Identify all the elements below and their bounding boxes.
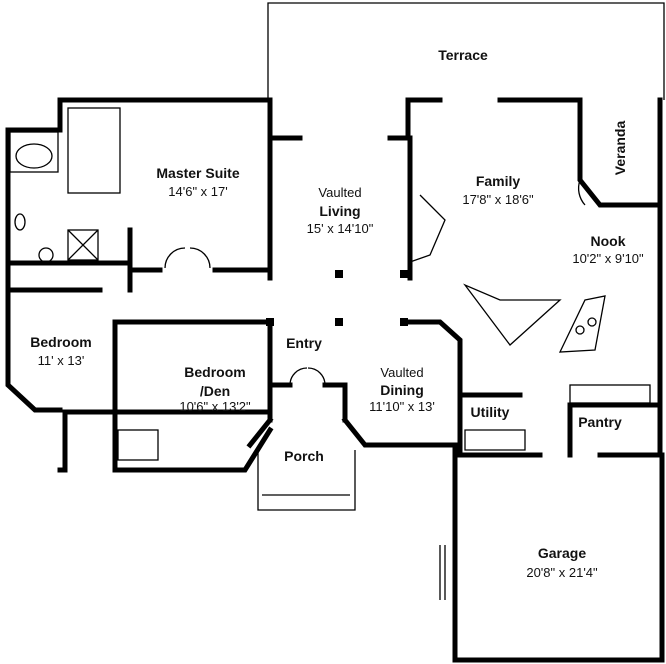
veranda-label: Veranda [612, 121, 628, 176]
family-label: Family [476, 173, 521, 189]
nook-label: Nook [591, 233, 626, 249]
living-size: 15' x 14'10" [307, 221, 374, 236]
porch-label: Porch [284, 448, 324, 464]
family-size: 17'8" x 18'6" [462, 192, 534, 207]
bedroom-den-size: 10'6" x 13'2" [179, 399, 251, 414]
garage-size: 20'8" x 21'4" [526, 565, 598, 580]
pantry-label: Pantry [578, 414, 622, 430]
master-suite-label: Master Suite [156, 165, 239, 181]
porch-outline [257, 450, 356, 511]
entry-label: Entry [286, 335, 322, 351]
columns [266, 270, 408, 326]
bedroom-label: Bedroom [30, 334, 91, 350]
master-suite-size: 14'6" x 17' [168, 184, 227, 199]
bedroom-size: 11' x 13' [38, 353, 85, 368]
dining-prefix: Vaulted [380, 365, 423, 380]
fixtures [9, 107, 651, 600]
bedroom-den-label-2: /Den [200, 383, 230, 399]
nook-size: 10'2" x 9'10" [572, 251, 644, 266]
dining-size: 11'10" x 13' [369, 399, 435, 414]
living-prefix: Vaulted [318, 185, 361, 200]
terrace-label: Terrace [438, 47, 488, 63]
living-label: Living [319, 203, 360, 219]
dining-label: Dining [380, 382, 424, 398]
bedroom-den-label: Bedroom [184, 364, 245, 380]
utility-label: Utility [471, 404, 510, 420]
garage-label: Garage [538, 545, 586, 561]
terrace-outline [267, 2, 665, 100]
